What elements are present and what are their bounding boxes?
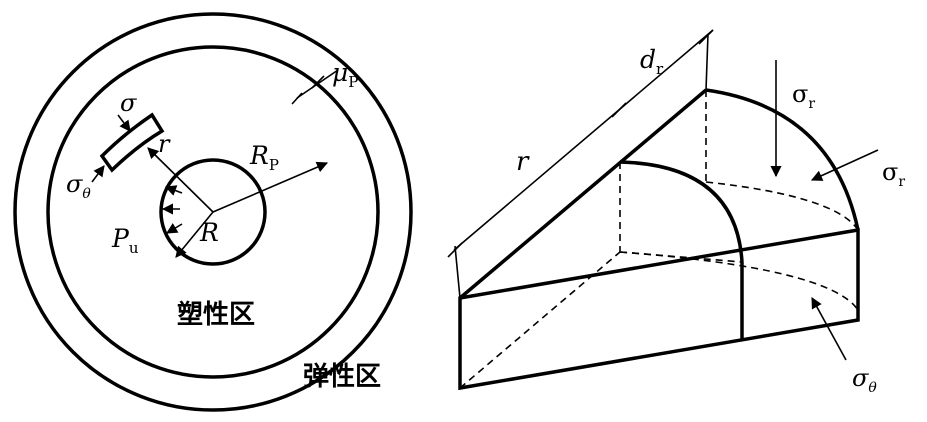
label-sigma-theta: σθ xyxy=(66,170,91,202)
dim-tick-mid xyxy=(611,102,627,118)
rp-radius-arrow xyxy=(212,161,329,213)
label-pu: Pu xyxy=(111,224,139,257)
outer-arc xyxy=(705,88,860,231)
label-elastic-zone: 弹性区 xyxy=(303,362,381,392)
hidden-arc-bottom xyxy=(619,251,859,311)
front-face xyxy=(458,227,860,391)
pu-arrow-1 xyxy=(164,185,183,196)
label-sigma: σ xyxy=(120,89,137,117)
mu-p-dimension-line xyxy=(296,69,339,99)
label-R: R xyxy=(199,218,219,247)
label-dr: dr xyxy=(640,45,664,78)
right-figure: dr r σr σr σθ xyxy=(447,29,905,396)
R-radius-arrow xyxy=(175,211,214,258)
label-r-right: r xyxy=(516,147,530,177)
hidden-edge-diagonal-base xyxy=(459,251,621,389)
plastic-zone-boundary xyxy=(46,45,380,379)
top-slant-edge xyxy=(458,88,708,300)
dim-tick-end xyxy=(698,29,714,45)
dim-ext-end xyxy=(705,33,709,91)
hidden-arc-top xyxy=(705,181,859,231)
tunnel-opening-circle xyxy=(159,158,267,266)
dim-ext-start xyxy=(454,245,461,299)
label-rp: RP xyxy=(249,141,279,174)
label-sigma-r-top: σr xyxy=(792,80,815,112)
sigma-theta-arrow-right xyxy=(811,297,847,361)
label-mu-p: μP xyxy=(332,58,358,91)
stress-element xyxy=(99,112,165,173)
label-r-left: r xyxy=(158,130,171,158)
inner-arc xyxy=(619,160,744,263)
label-sigma-theta-right: σθ xyxy=(852,364,877,396)
left-figure: σ σθ r RP R Pu μP 塑性区 弹性区 xyxy=(13,12,413,412)
label-plastic-zone: 塑性区 xyxy=(177,300,255,330)
dimension-line xyxy=(453,29,714,251)
label-sigma-r-right: σr xyxy=(882,158,905,190)
r-radius-arrow xyxy=(147,147,214,213)
sigma-theta-arrow xyxy=(91,165,105,183)
pu-arrow-3 xyxy=(166,223,183,234)
sigma-r-right-arrow xyxy=(810,149,879,181)
outer-elastic-boundary xyxy=(13,12,413,412)
sigma-arrow xyxy=(117,114,131,132)
